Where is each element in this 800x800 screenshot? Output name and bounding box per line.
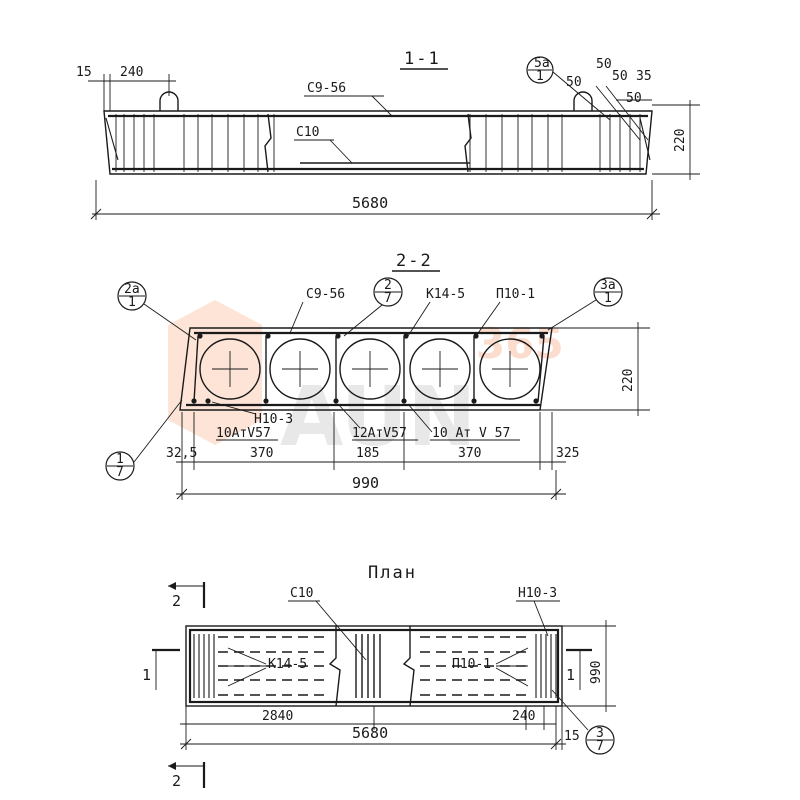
dim-5680: 5680: [352, 194, 388, 212]
watermark-logo-hexagon: [168, 300, 262, 445]
lifting-loop-right: [573, 91, 593, 111]
plan-view: План: [142, 563, 616, 790]
section-2-rebar-dots: [191, 333, 545, 404]
void-2: [269, 338, 331, 400]
plan-end-zone-right: [535, 634, 557, 698]
dim-325: 325: [556, 446, 579, 461]
dim-50-a: 50: [596, 57, 612, 72]
watermark-letters: AUN: [280, 370, 476, 465]
plan-inner-mesh: [188, 628, 560, 704]
section-1-break-mark-right: [464, 113, 472, 173]
section-1-title: 1-1: [404, 49, 441, 69]
void-3: [339, 338, 401, 400]
leader-c9: [371, 95, 393, 117]
section-1-callout: 5a 1: [526, 56, 611, 121]
dim-220-section2: 220: [621, 369, 636, 392]
callout-1-bottom: 7: [116, 465, 124, 480]
dim-240: 240: [120, 65, 143, 80]
section-1-1: 1-1: [76, 49, 700, 220]
callout-3-bottom: 7: [596, 739, 604, 754]
leader-c9-section2: [289, 301, 304, 334]
dim-990-plan: 990: [589, 661, 604, 684]
plan-cut-1-left: 1: [142, 648, 180, 690]
dim-240-plan: 240: [512, 709, 535, 724]
section-2-2: 2-2: [105, 251, 650, 500]
dim-50-b: 50: [566, 75, 582, 90]
label-n10-3-section2: Н10-3: [254, 412, 293, 427]
label-rebar-10atv57-right: 10 Aт V 57: [432, 426, 510, 441]
dim-2840: 2840: [262, 709, 293, 724]
plan-callout-3-7: 3 7: [551, 689, 615, 755]
label-c9-56-section2: C9-56: [306, 287, 345, 302]
label-n10-3-plan: Н10-3: [518, 586, 557, 601]
callout-1-top: 1: [116, 452, 124, 467]
dim-220: 220: [673, 129, 688, 152]
dim-50-d: 50: [626, 91, 642, 106]
leader-c10: [329, 139, 353, 164]
label-p10-1-plan: П10-1: [452, 657, 491, 672]
plan-mesh-c10: [355, 634, 381, 698]
plan-title: План: [368, 563, 417, 583]
plan-cut-2-bottom: 2: [168, 762, 206, 790]
cut-2-top-label: 2: [172, 592, 181, 610]
watermark: 365 AUN: [168, 300, 564, 465]
section-1-stirrups-left: [115, 114, 275, 172]
callout-2-bottom: 7: [384, 291, 392, 306]
label-k14-5-section2: K14-5: [426, 287, 465, 302]
dim-370-left: 370: [250, 446, 273, 461]
dim-15: 15: [76, 65, 92, 80]
section-1-stirrups-right: [469, 114, 641, 172]
plan-cut-2-top: 2: [168, 582, 206, 610]
label-rebar-10atv57-left: 10AтV57: [216, 426, 271, 441]
plan-break-right: [402, 626, 415, 707]
void-4: [409, 338, 471, 400]
cut-1-left-label: 1: [142, 666, 151, 684]
leader-p10-section2: [475, 301, 501, 337]
dim-15-plan: 15: [564, 729, 580, 744]
cut-1-right-label: 1: [566, 666, 575, 684]
dim-370-right: 370: [458, 446, 481, 461]
section-2-frames: [193, 335, 545, 403]
label-c10: C10: [296, 125, 319, 140]
section-1-break-mark-left: [264, 113, 272, 173]
callout-3a-bottom: 1: [604, 291, 612, 306]
callout-3a-top: 3a: [600, 278, 616, 293]
section-2-callout-3a: 3a 1: [547, 277, 623, 331]
callout-2a-bottom: 1: [128, 295, 136, 310]
section-2-callout-2-7: 2 7: [343, 277, 403, 337]
plan-dashed-frames: [218, 636, 532, 696]
section-2-callout-1-7: 1 7: [105, 399, 183, 481]
dim-35: 35: [636, 69, 652, 84]
void-5: [479, 338, 541, 400]
section-2-title: 2-2: [396, 251, 433, 271]
plan-end-zone-left: [193, 634, 215, 698]
plan-cut-1-right: 1: [566, 648, 592, 690]
label-c10-plan: C10: [290, 586, 313, 601]
cut-2-bottom-label: 2: [172, 772, 181, 790]
section-1-beam-outline: [103, 110, 653, 175]
label-rebar-12atv57: 12AтV57: [352, 426, 407, 441]
hollow-core-voids: [199, 338, 541, 400]
dim-32-5: 32,5: [166, 446, 197, 461]
dim-185: 185: [356, 446, 379, 461]
label-p10-1-section2: П10-1: [496, 287, 535, 302]
dim-50-c: 50: [612, 69, 628, 84]
dim-990-section2: 990: [352, 474, 379, 492]
plan-break-left: [328, 626, 341, 707]
leader-k14-section2: [407, 301, 431, 337]
callout-2a-top: 2a: [124, 282, 140, 297]
callout-5a-top: 5a: [534, 56, 550, 71]
callout-5a-bottom: 1: [536, 69, 544, 84]
label-k14-5-plan: K14-5: [268, 657, 307, 672]
callout-3-top: 3: [596, 726, 604, 741]
section-2-callout-2a: 2a 1: [117, 281, 197, 341]
void-1: [199, 338, 261, 400]
dim-5680-plan: 5680: [352, 724, 388, 742]
callout-2-top: 2: [384, 278, 392, 293]
watermark-digits: 365: [476, 319, 564, 368]
label-c9-56: C9-56: [307, 81, 346, 96]
